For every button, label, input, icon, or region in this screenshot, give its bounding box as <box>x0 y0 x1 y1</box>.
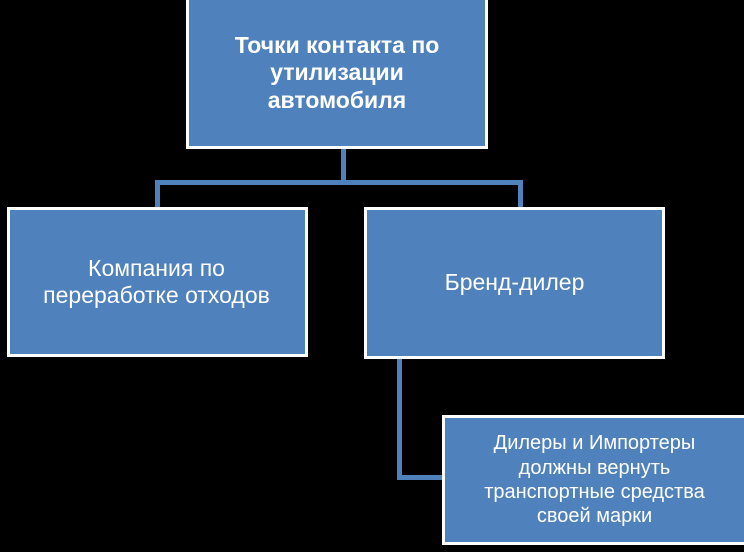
connector-root-stem <box>341 149 346 182</box>
node-dealer-label: Бренд-дилер <box>444 269 585 296</box>
connector-horizontal-bus <box>155 180 523 185</box>
node-recycler-label: Компания по переработке отходов <box>43 254 270 308</box>
connector-dealer-to-note-vertical <box>397 358 402 480</box>
connector-root-to-dealer <box>518 180 523 210</box>
connector-dealer-to-note-horizontal <box>397 475 446 480</box>
connector-root-to-recycler <box>155 180 160 210</box>
node-root-label: Точки контакта по утилизации автомобиля <box>234 32 440 113</box>
node-note-label: Дилеры и Импортеры должны вернуть трансп… <box>484 432 705 528</box>
node-dealers-importers-note[interactable]: Дилеры и Импортеры должны вернуть трансп… <box>442 415 744 545</box>
node-root-touchpoints[interactable]: Точки контакта по утилизации автомобиля <box>186 0 488 149</box>
node-waste-recycling-company[interactable]: Компания по переработке отходов <box>7 207 308 357</box>
node-brand-dealer[interactable]: Бренд-дилер <box>364 207 665 359</box>
